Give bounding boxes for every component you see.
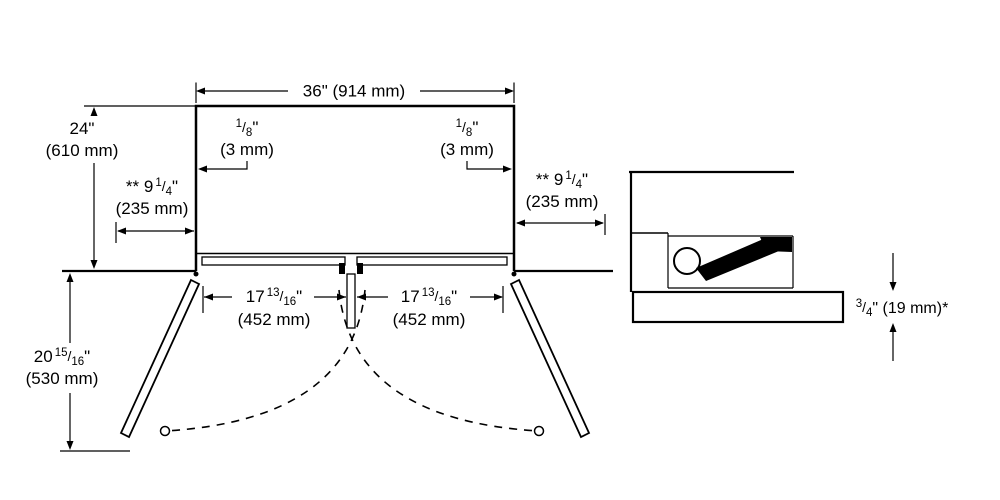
- hinge-right: [511, 271, 517, 277]
- arrowhead-icon: [204, 293, 213, 301]
- door-right-closed: [356, 256, 508, 266]
- door-right-open: [509, 278, 591, 439]
- arrowhead-icon: [198, 165, 207, 173]
- arrowhead-icon: [337, 293, 346, 301]
- arrowhead-icon: [66, 273, 74, 282]
- plan-view: [62, 104, 613, 439]
- overall-width-label: 36" (914 mm): [303, 82, 405, 101]
- side-section-view: [629, 170, 845, 324]
- hinge-left: [193, 271, 199, 277]
- arrowhead-icon: [505, 87, 514, 95]
- arrowhead-icon: [889, 323, 897, 332]
- arrowhead-icon: [516, 219, 525, 227]
- arrowhead-icon: [889, 282, 897, 291]
- door-width-left-label-mm: (452 mm): [238, 310, 311, 329]
- countertop-thickness-label: 3/4" (19 mm)*: [856, 298, 949, 319]
- cabinet-depth-label-mm: (610 mm): [46, 141, 119, 160]
- door-handle-open-left: [159, 425, 171, 437]
- hinge-cam-circle: [673, 247, 701, 275]
- door-handle-right: [357, 263, 363, 274]
- countertop-bar: [631, 290, 845, 324]
- arrowhead-icon: [357, 293, 366, 301]
- dim-door-gap-left: 1/8" (3 mm): [198, 118, 274, 173]
- arrowhead-icon: [503, 165, 512, 173]
- door-left-closed: [201, 256, 346, 266]
- dim-overall-width: 36" (914 mm): [195, 82, 515, 103]
- door-handle-open-right: [533, 425, 545, 437]
- door-left-open: [119, 278, 201, 439]
- door-gap-left-label-in: 1/8": [236, 118, 259, 139]
- door-section-fill-corner: [760, 237, 792, 252]
- arrowhead-icon: [595, 219, 604, 227]
- side-clearance-right-label-mm: (235 mm): [526, 192, 599, 211]
- cabinet-outline: [194, 104, 516, 271]
- door-section-fill: [696, 237, 779, 281]
- cabinet-depth-label-in: 24": [70, 119, 95, 138]
- dim-cabinet-depth: 24" (610 mm): [46, 105, 195, 269]
- door-swing-arc-left: [164, 289, 366, 432]
- arrowhead-icon: [185, 227, 194, 235]
- arrowhead-icon: [494, 293, 503, 301]
- arrowhead-icon: [90, 260, 98, 269]
- door-swing-arc-right: [338, 289, 540, 432]
- door-gap-right-label-in: 1/8": [456, 118, 479, 139]
- door-projection-label-mm: (530 mm): [26, 369, 99, 388]
- arrowhead-icon: [117, 227, 126, 235]
- dim-door-gap-right: 1/8" (3 mm): [440, 118, 512, 173]
- door-width-right-label-mm: (452 mm): [393, 310, 466, 329]
- dim-countertop-thickness: 3/4" (19 mm)*: [856, 253, 949, 361]
- side-clearance-left-label-mm: (235 mm): [116, 199, 189, 218]
- center-mullion: [346, 273, 356, 329]
- door-gap-right-label-mm: (3 mm): [440, 140, 494, 159]
- arrowhead-icon: [196, 87, 205, 95]
- leader-line: [466, 161, 504, 170]
- leader-line: [206, 161, 248, 170]
- door-handle-left: [339, 263, 345, 274]
- arrowhead-icon: [90, 107, 98, 116]
- arrowhead-icon: [66, 441, 74, 450]
- door-gap-left-label-mm: (3 mm): [220, 140, 274, 159]
